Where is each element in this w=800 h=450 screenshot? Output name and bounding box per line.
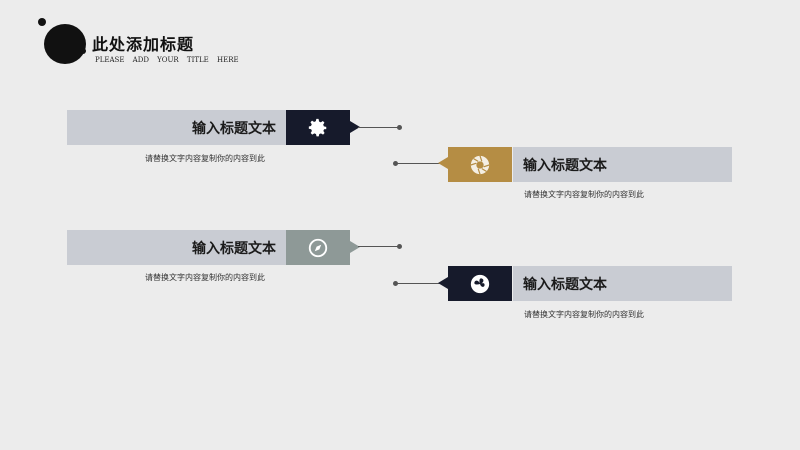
item-4-connector	[396, 283, 440, 284]
item-2-title: 输入标题文本	[523, 157, 607, 174]
item-4-desc: 请替换文字内容复制你的内容到此	[524, 310, 644, 319]
slide-title: 此处添加标题	[92, 35, 195, 54]
item-4-title: 输入标题文本	[523, 276, 607, 293]
ink-blot-logo	[44, 24, 86, 64]
item-4-icon-box	[448, 266, 512, 301]
item-3-connector	[358, 246, 398, 247]
item-4-pointer	[438, 277, 448, 289]
ink-splash	[80, 48, 86, 54]
item-1-desc: 请替换文字内容复制你的内容到此	[145, 154, 265, 163]
item-1-pointer	[350, 121, 360, 133]
item-4-dot	[393, 281, 398, 286]
item-3-title-bar: 输入标题文本	[67, 230, 286, 265]
compass-icon	[308, 238, 328, 257]
item-2-icon-box	[448, 147, 512, 182]
item-2-desc: 请替换文字内容复制你的内容到此	[524, 190, 644, 199]
fan-icon	[470, 274, 490, 293]
item-1-icon-box	[286, 110, 350, 145]
ink-splash	[38, 18, 46, 26]
item-2-connector	[396, 163, 440, 164]
item-3-title: 输入标题文本	[192, 240, 276, 257]
item-3-pointer	[350, 241, 360, 253]
item-2-pointer	[438, 157, 448, 169]
item-1-title-bar: 输入标题文本	[67, 110, 286, 145]
item-2-title-bar: 输入标题文本	[513, 147, 732, 182]
item-1-connector	[358, 127, 398, 128]
aperture-icon	[470, 155, 490, 174]
item-3-icon-box	[286, 230, 350, 265]
item-2-dot	[393, 161, 398, 166]
item-3-desc: 请替换文字内容复制你的内容到此	[145, 273, 265, 282]
slide-subtitle: PLEASE ADD YOUR TITLE HERE	[95, 56, 239, 64]
item-1-dot	[397, 125, 402, 130]
item-1-title: 输入标题文本	[192, 120, 276, 137]
item-4-title-bar: 输入标题文本	[513, 266, 732, 301]
item-3-dot	[397, 244, 402, 249]
gear-icon	[308, 118, 327, 136]
